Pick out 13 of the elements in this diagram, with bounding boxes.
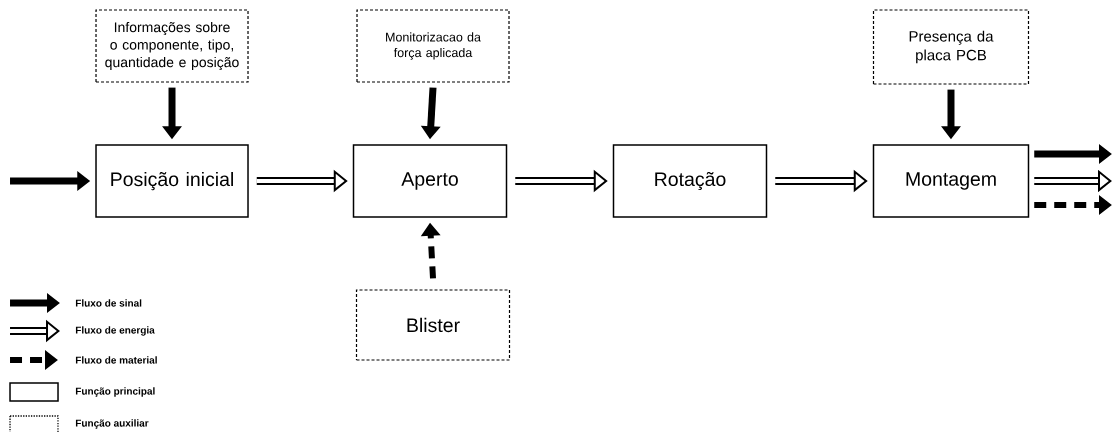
legend-label: Fluxo de material [75,356,157,364]
process-box: Aperto [352,144,508,218]
process-box: Posição inicial [95,144,249,218]
dashed-box: Informações sobre o componente, tipo, quantidade e posição [95,9,249,83]
legend-label: Fluxo de energia [75,326,155,336]
process-box: Montagem [872,144,1030,218]
legend-label: Função principal [75,387,155,397]
legend-label: Função auxiliar [75,419,149,429]
process-box: Rotação [612,144,768,218]
dashed-box: Blister [355,289,511,361]
dashed-box: Monitorizacao da força aplicada [356,9,510,83]
dashed-box: Presença da placa PCB [872,9,1030,85]
legend-label: Fluxo de sinal [75,299,142,307]
